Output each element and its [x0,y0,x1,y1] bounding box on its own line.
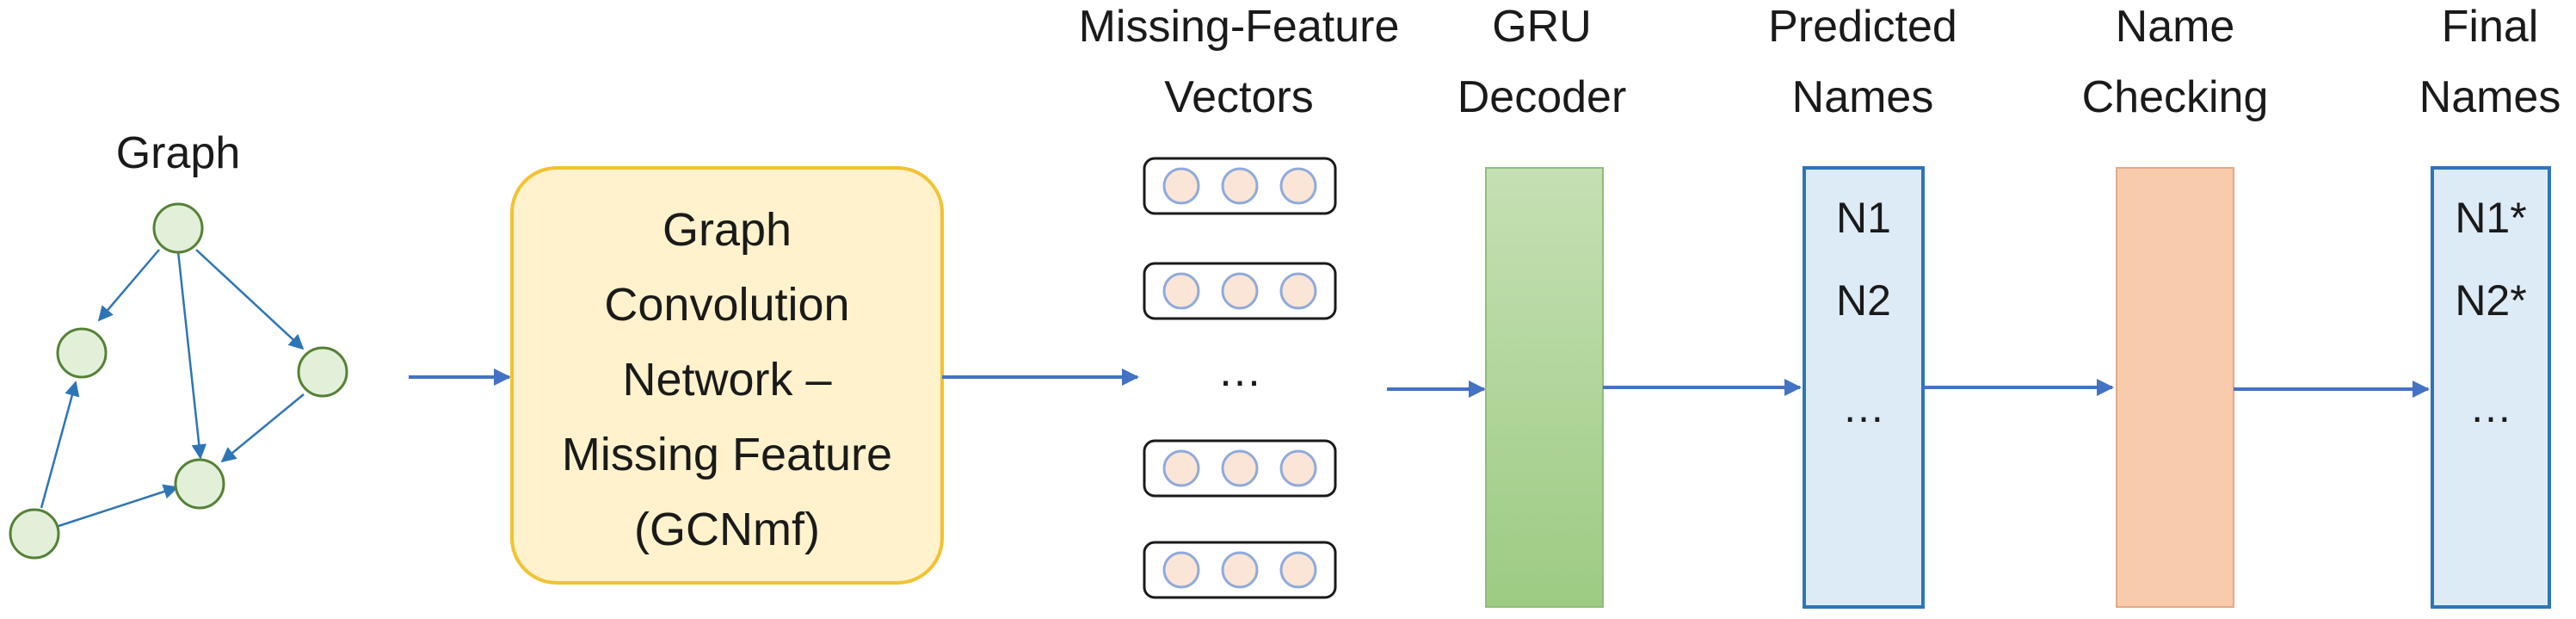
final-name-item: N2* [2455,276,2526,325]
gcn-line: (GCNmf) [634,504,820,555]
vector-cell [1279,167,1317,205]
gru-title-line: Decoder [1457,72,1627,122]
vector-cell [1221,167,1259,205]
predicted-name-item: … [1842,383,1885,431]
vector-cell [1162,272,1200,310]
vector-cell [1162,167,1200,205]
gcn-line: Convolution [604,279,849,331]
graph-edge [220,393,305,463]
vector-item [1143,157,1337,215]
gru-block [1485,167,1604,608]
graph-edge [195,249,305,350]
predicted-names-box [1803,166,1925,609]
gcn-line: Missing Feature [562,429,892,480]
final-name-item: … [2469,383,2512,431]
graph-node [297,346,348,398]
gcn-line: Graph [662,204,792,256]
predicted-name-item: N2 [1836,276,1891,325]
name-checking-block [2116,167,2234,608]
graph-nodes [9,202,348,560]
final-title-line: Final [2442,2,2539,52]
vectors-title-line: Vectors [1164,72,1313,122]
vector-cell [1221,551,1259,589]
gru-title-line: GRU [1492,2,1592,52]
vector-cell [1162,449,1200,487]
vector-cell [1221,449,1259,487]
graph-node [56,327,108,379]
graph-edge [176,251,207,460]
vector-cell [1279,449,1317,487]
vector-cell [1279,551,1317,589]
predicted-title-line: Names [1792,72,1934,122]
graph-label: Graph [116,128,241,178]
vectors-ellipsis: … [1217,346,1262,396]
predicted-name-item: N1 [1836,194,1891,242]
vector-item [1143,541,1337,599]
final-names-box [2431,166,2551,609]
gcn-line: Network – [622,354,831,405]
predicted-title-line: Predicted [1768,2,1957,52]
checking-title-line: Checking [2082,72,2269,122]
vector-item [1143,262,1337,320]
graph-edge [40,381,80,509]
vector-cell [1162,551,1200,589]
graph-node [9,508,60,560]
graph-node [174,458,225,510]
graph-node [152,202,204,254]
gcn-box-text: Graph Convolution Network – Missing Feat… [562,204,892,555]
vector-cell [1279,272,1317,310]
vector-item [1143,439,1337,498]
final-name-item: N1* [2455,194,2526,242]
final-title-line: Names [2419,72,2561,122]
graph-edge [58,484,179,528]
graph-edge [97,249,160,322]
vectors-title-line: Missing-Feature [1079,2,1400,52]
vector-cell [1221,272,1259,310]
graph-edges [40,249,305,528]
checking-title-line: Name [2116,2,2235,52]
